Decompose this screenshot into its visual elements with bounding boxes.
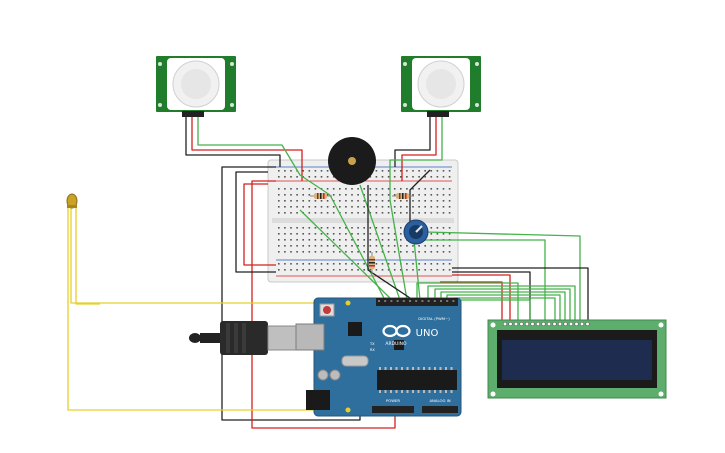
piezo-buzzer[interactable] [328,137,376,185]
potentiometer[interactable] [403,219,429,245]
wire-lcd-d3 [440,291,566,322]
wire-lcd-red [452,274,511,322]
rx-label: RX [370,348,375,352]
led[interactable] [66,193,78,209]
tx-label: TX [369,342,375,346]
wire-d-2 [299,209,393,301]
wire-5v-left2 [243,183,276,266]
wire-gnd-left2 [235,171,276,273]
wire-lcd-d6 [460,299,531,322]
arduino-uno[interactable]: ARDUINO UNO DIGITAL (PWM~) POWER ANALOG … [295,297,462,417]
lcd-display[interactable] [487,319,667,399]
wire-pir1-black [185,116,281,167]
usb-cable [189,321,303,355]
wire-lcd-red2 [440,281,503,322]
resistor-1 [310,193,332,199]
wire-pot-black [409,169,431,232]
power-header-label: POWER [386,398,400,403]
resistor-2 [392,193,414,199]
resistor-3 [369,252,375,274]
wire-led-2 [75,208,100,305]
arduino-logo [382,324,411,338]
wire-lcd-d1 [427,285,576,322]
wire-lcd-black [452,267,589,322]
wire-lcd-d2 [434,288,571,322]
wire-pot-green [424,231,581,322]
wire-buzzer [367,185,414,301]
analog-header-label: ANALOG IN [429,398,450,403]
pir-sensor-2[interactable] [401,56,481,117]
wire-5v-left [251,180,396,429]
digital-header-label: DIGITAL (PWM~) [418,316,450,321]
wire-lcd-d4 [446,294,561,322]
board-brand: ARDUINO [385,341,407,347]
wire-pir1-red [191,116,303,181]
wire-d-4 [389,199,408,301]
wire-pir1-green [197,116,331,196]
wire-lcd-d7 [416,282,519,322]
pir-sensor-1[interactable] [156,56,236,117]
wire-d-1 [329,194,386,301]
wire-pir2-black [394,116,431,167]
wire-led-1 [70,208,348,304]
wire-d-3 [359,184,401,301]
wire-led-3 [67,208,348,411]
wire-pir2-red [401,116,437,181]
wire-pir2-green [389,116,443,200]
wire-lcd-d5 [453,297,556,322]
board-model: UNO [416,328,439,339]
